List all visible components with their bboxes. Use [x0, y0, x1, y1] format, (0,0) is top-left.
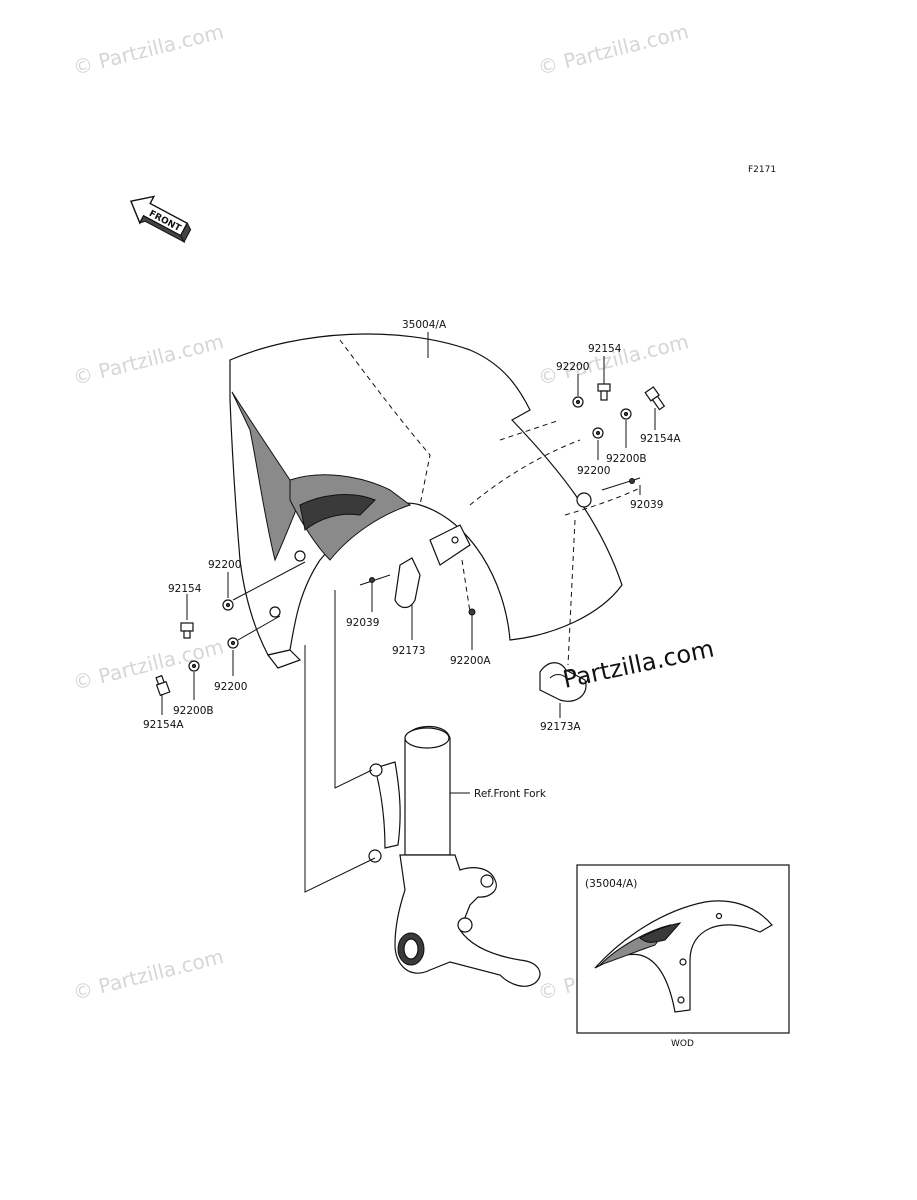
inset-title: (35004/A) — [585, 878, 637, 890]
label-fender: 35004/A — [402, 319, 447, 331]
inset-panel: (35004/A) WOD — [576, 864, 790, 1049]
center-bracket — [359, 524, 476, 616]
watermark-text: © Partzilla.com — [70, 19, 226, 80]
figure-code: F2171 — [748, 165, 776, 175]
label-washer-left-c: 92200B — [173, 705, 214, 717]
label-washer-top-c: 92200 — [577, 465, 610, 477]
leader-lines — [161, 332, 656, 718]
front-fender — [229, 333, 641, 669]
watermark-text: © Partzilla.com — [70, 944, 226, 1005]
watermark-text: © Partzilla.com — [535, 19, 691, 80]
label-reference-fork: Ref.Front Fork — [474, 788, 547, 800]
label-washer-left-b: 92200 — [214, 681, 247, 693]
label-bolt-top: 92154 — [588, 343, 622, 355]
label-clip-right: 92039 — [630, 499, 663, 511]
label-bolt-left: 92154 — [168, 583, 202, 595]
label-bolt-left-b: 92154A — [143, 719, 184, 731]
label-washer-top-a: 92200 — [556, 361, 589, 373]
left-hardware — [155, 561, 306, 697]
watermark-text: © Partzilla.com — [70, 634, 226, 695]
label-bracket-right: 92173A — [540, 721, 581, 733]
label-bracket-left: 92173 — [392, 645, 425, 657]
inset-caption: WOD — [671, 1039, 694, 1049]
label-bolt-top-right: 92154A — [640, 433, 681, 445]
right-hardware — [539, 383, 666, 702]
front-fork — [304, 590, 541, 987]
part-labels: 35004/A 92154 92200 92154A 92200B 92200 … — [143, 319, 681, 800]
watermark-large: Partzilla.com — [560, 635, 716, 694]
watermark-text: © Partzilla.com — [535, 329, 691, 390]
front-arrow-icon: FRONT — [129, 195, 192, 244]
label-clip-left: 92039 — [346, 617, 379, 629]
label-washer-top-b: 92200B — [606, 453, 647, 465]
watermark-text: © Partzilla.com — [70, 329, 226, 390]
label-washer-left-a: 92200 — [208, 559, 241, 571]
label-nut-center: 92200A — [450, 655, 491, 667]
